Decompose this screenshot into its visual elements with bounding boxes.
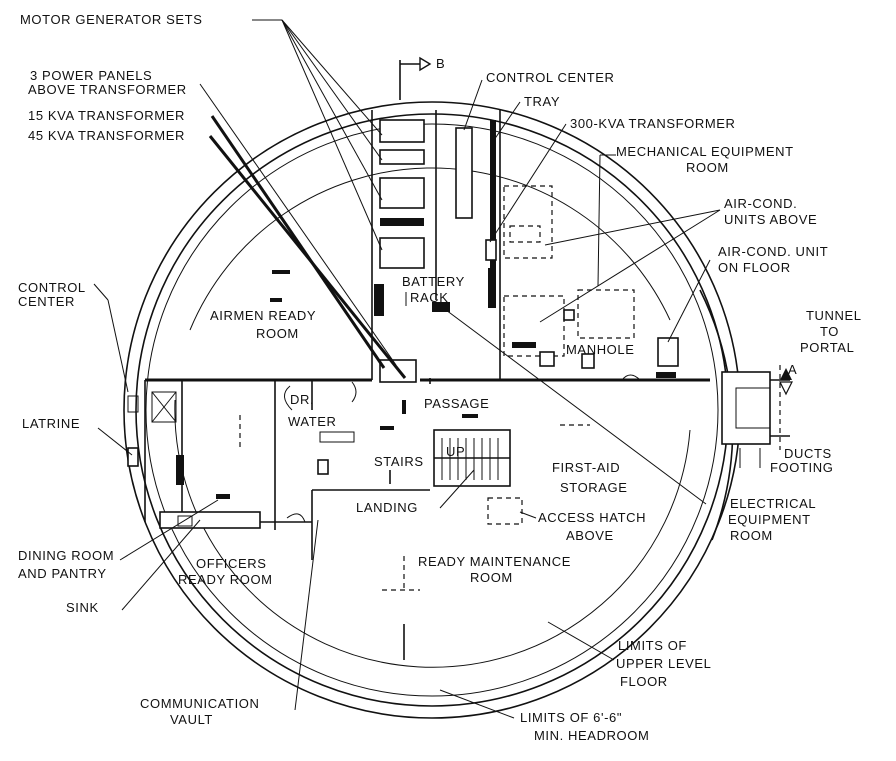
manhole bbox=[539, 351, 555, 367]
label-stairs: STAIRS bbox=[374, 454, 424, 469]
label-ac-unit-floor-1: AIR-COND. UNIT bbox=[718, 244, 828, 259]
ac-unit-above-2 bbox=[503, 295, 565, 357]
label-electrical-3: ROOM bbox=[730, 528, 773, 543]
label-access-hatch-1: ACCESS HATCH bbox=[538, 510, 646, 525]
label-ready-maint-2: ROOM bbox=[470, 570, 513, 585]
label-battery-rack-2: RACK bbox=[410, 290, 449, 305]
label-communication-1: COMMUNICATION bbox=[140, 696, 260, 711]
label-transformer-45: 45 KVA TRANSFORMER bbox=[28, 128, 185, 143]
label-control-center-top: CONTROL CENTER bbox=[486, 70, 615, 85]
label-motor-generator-sets: MOTOR GENERATOR SETS bbox=[20, 12, 202, 27]
motor-generator-set-4 bbox=[379, 237, 425, 269]
leader-lines bbox=[93, 19, 761, 719]
label-upper-level-3: FLOOR bbox=[620, 674, 668, 689]
motor-generator-set-3 bbox=[379, 177, 425, 209]
label-group: MOTOR GENERATOR SETS 3 POWER PANELS ABOV… bbox=[18, 12, 862, 743]
dining-latrine bbox=[127, 391, 306, 529]
stairs bbox=[317, 400, 511, 487]
label-up: UP bbox=[446, 444, 465, 459]
label-officers-2: READY ROOM bbox=[178, 572, 273, 587]
ac-unit-on-floor bbox=[657, 337, 679, 367]
label-headroom-1: LIMITS OF 6'-6" bbox=[520, 710, 622, 725]
ac-unit-above-1 bbox=[503, 185, 553, 259]
label-electrical-2: EQUIPMENT bbox=[728, 512, 811, 527]
battery-rack bbox=[432, 302, 450, 312]
lower-details bbox=[382, 424, 590, 660]
label-battery-rack-1: BATTERY bbox=[402, 274, 465, 289]
label-ducts: DUCTS bbox=[784, 446, 832, 461]
motor-generator-set-1 bbox=[379, 119, 425, 143]
label-access-hatch-2: ABOVE bbox=[566, 528, 614, 543]
label-section-a: A bbox=[788, 362, 797, 377]
mechanical-equipment bbox=[577, 289, 635, 339]
label-tunnel-2: TO bbox=[820, 324, 839, 339]
label-dining-2: AND PANTRY bbox=[18, 566, 107, 581]
label-electrical-1: ELECTRICAL bbox=[730, 496, 816, 511]
section-b-marker bbox=[399, 56, 432, 100]
label-power-panels-1: 3 POWER PANELS bbox=[30, 68, 152, 83]
label-airmen-room-1: AIRMEN READY bbox=[210, 308, 316, 323]
label-ac-units-above-1: AIR-COND. bbox=[724, 196, 797, 211]
label-airmen-room-2: ROOM bbox=[256, 326, 299, 341]
motor-generator-set-2 bbox=[379, 149, 425, 165]
tunnel-portal bbox=[721, 365, 793, 450]
label-power-panels-2: ABOVE TRANSFORMER bbox=[28, 82, 187, 97]
label-first-aid-2: STORAGE bbox=[560, 480, 628, 495]
label-first-aid-1: FIRST-AID bbox=[552, 460, 620, 475]
label-transformer-15: 15 KVA TRANSFORMER bbox=[28, 108, 185, 123]
label-control-center-left-2: CENTER bbox=[18, 294, 75, 309]
label-sink: SINK bbox=[66, 600, 99, 615]
label-tray: TRAY bbox=[524, 94, 560, 109]
label-section-b: B bbox=[436, 56, 445, 71]
label-ready-maint-1: READY MAINTENANCE bbox=[418, 554, 571, 569]
label-tunnel-3: PORTAL bbox=[800, 340, 854, 355]
label-headroom-2: MIN. HEADROOM bbox=[534, 728, 649, 743]
label-tunnel-1: TUNNEL bbox=[806, 308, 862, 323]
label-dr-water-1: DR. bbox=[290, 392, 314, 407]
equipment-strip bbox=[270, 110, 501, 383]
label-communication-2: VAULT bbox=[170, 712, 213, 727]
label-footing: FOOTING bbox=[770, 460, 833, 475]
control-center-cabinet bbox=[455, 127, 473, 219]
mechanical-room bbox=[503, 185, 679, 378]
label-dining-1: DINING ROOM bbox=[18, 548, 114, 563]
label-transformer-300: 300-KVA TRANSFORMER bbox=[570, 116, 736, 131]
label-passage: PASSAGE bbox=[424, 396, 489, 411]
access-hatch bbox=[487, 497, 523, 525]
label-landing: LANDING bbox=[356, 500, 418, 515]
label-officers-1: OFFICERS bbox=[196, 556, 267, 571]
label-dr-water-2: WATER bbox=[288, 414, 337, 429]
latrine-fixture bbox=[127, 447, 139, 467]
label-ac-unit-floor-2: ON FLOOR bbox=[718, 260, 791, 275]
label-mech-room-2: ROOM bbox=[686, 160, 729, 175]
label-ac-units-above-2: UNITS ABOVE bbox=[724, 212, 817, 227]
label-mech-room-1: MECHANICAL EQUIPMENT bbox=[616, 144, 794, 159]
sink-counter bbox=[159, 511, 261, 529]
label-manhole: MANHOLE bbox=[566, 342, 635, 357]
label-latrine: LATRINE bbox=[22, 416, 80, 431]
label-upper-level-1: LIMITS OF bbox=[618, 638, 687, 653]
label-upper-level-2: UPPER LEVEL bbox=[616, 656, 711, 671]
cable-tray bbox=[490, 120, 496, 300]
label-control-center-left-1: CONTROL bbox=[18, 280, 86, 295]
